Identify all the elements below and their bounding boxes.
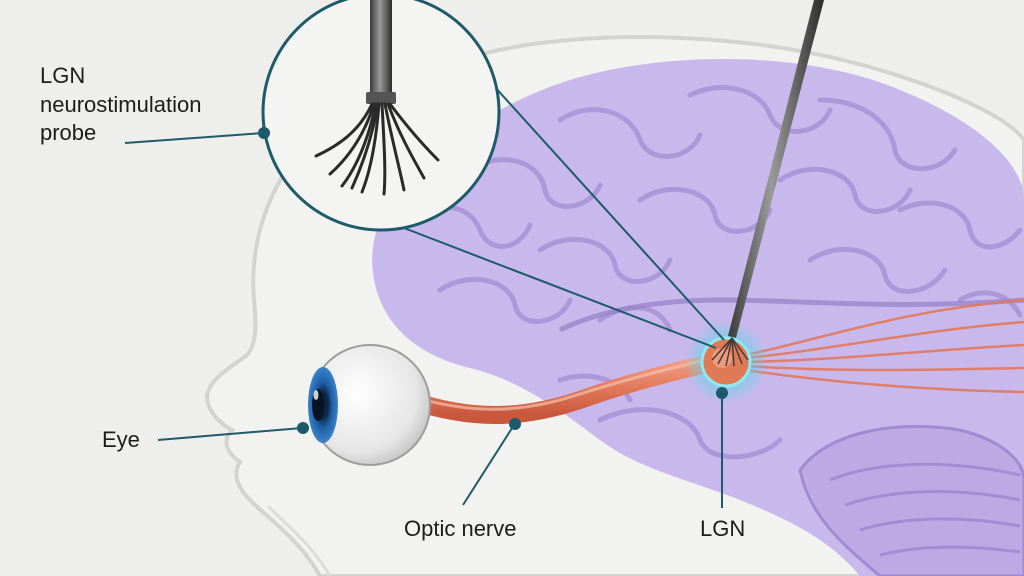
label-leader-lines bbox=[124, 127, 728, 508]
probe-label-line-3: probe bbox=[40, 120, 97, 146]
electrode-probe-icon bbox=[711, 0, 824, 367]
eye-label: Eye bbox=[102, 427, 140, 452]
lgn-label: LGN bbox=[700, 516, 746, 541]
probe-label-line-1: LGN bbox=[40, 63, 86, 88]
callout-leader-lines bbox=[403, 63, 725, 349]
lgn-node-icon bbox=[684, 320, 768, 404]
optic-nerve-fiber bbox=[401, 351, 731, 424]
probe-label: LGN neurostimulation probe bbox=[40, 62, 201, 148]
brain bbox=[372, 59, 1024, 576]
optic-radiations bbox=[744, 298, 1024, 394]
probe-label-line-2: neurostimulation bbox=[40, 91, 202, 117]
eyeball-icon bbox=[308, 344, 431, 466]
probe-callout-magnifier bbox=[261, 0, 501, 232]
optic-nerve-label: Optic nerve bbox=[404, 516, 517, 541]
